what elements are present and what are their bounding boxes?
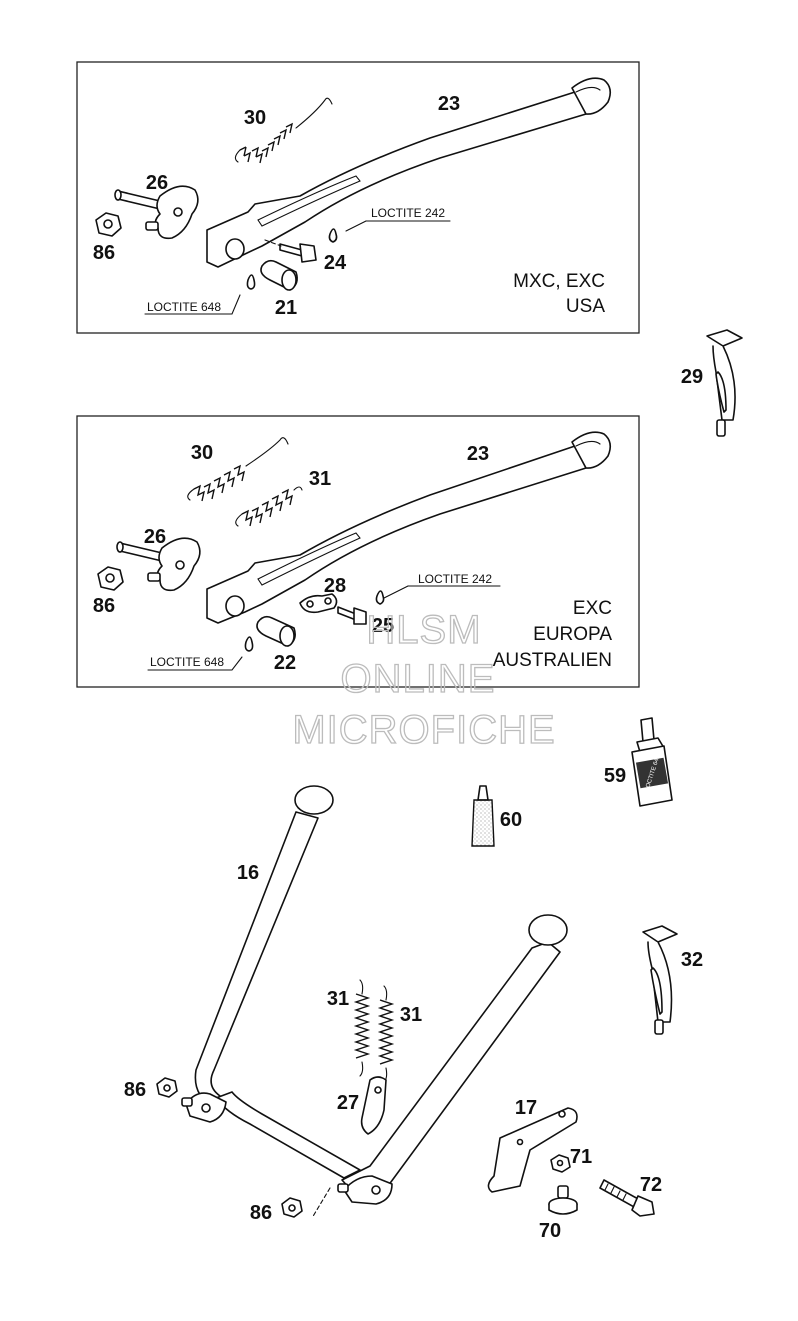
nut-86 (95, 212, 122, 237)
springs-31 (353, 979, 395, 1083)
callout-27: 27 (337, 1092, 359, 1114)
nut-71 (550, 1154, 571, 1173)
loctite-242-label: LOCTITE 242 (371, 206, 445, 220)
callout-70: 70 (539, 1220, 561, 1242)
callout-59: 59 (604, 765, 626, 787)
callout-29: 29 (681, 366, 703, 388)
nut-86-stand-bottom (281, 1197, 303, 1218)
bolt-24 (264, 228, 338, 263)
callout-32: 32 (681, 949, 703, 971)
panel-mxc-exc-usa: 30 23 26 86 24 21 LOCTITE 242 LOCTITE 64… (76, 61, 640, 334)
callout-31b: 31 (400, 1004, 422, 1026)
spring-30 (187, 437, 289, 502)
spring-30 (234, 97, 333, 164)
spring-31 (235, 486, 303, 527)
side-stand-23 (206, 77, 612, 268)
pivot-bolt-26 (116, 537, 201, 592)
bolt-72 (599, 1179, 655, 1217)
tool-29 (706, 329, 743, 437)
plug-22 (244, 615, 296, 652)
callout-25: 25 (372, 615, 394, 637)
callout-31a: 31 (327, 988, 349, 1010)
threadlocker-tube-59: LOCTITE 648 (631, 717, 673, 807)
watermark-line-2: ONLINE (341, 657, 496, 701)
bracket-27 (360, 1076, 387, 1135)
plug-70 (548, 1185, 578, 1215)
pivot-bolt-26 (114, 185, 199, 240)
watermark: HLSM ONLINE MICROFICHE (292, 607, 556, 752)
callout-21: 21 (275, 297, 297, 319)
loctite-648-label: LOCTITE 648 (150, 655, 224, 669)
callout-86: 86 (93, 595, 115, 617)
callout-24: 24 (324, 252, 347, 274)
variant-line-1: EXC (573, 598, 612, 619)
callout-60: 60 (500, 809, 522, 831)
main-stand-16 (181, 785, 568, 1219)
side-stand-23 (206, 431, 612, 624)
callout-17: 17 (515, 1097, 537, 1119)
callout-31: 31 (309, 468, 331, 490)
loctite-648-label: LOCTITE 648 (147, 300, 221, 314)
bolt-25 (337, 590, 385, 625)
callout-72: 72 (640, 1174, 662, 1196)
variant-line-1: MXC, EXC (513, 271, 605, 292)
callout-86: 86 (93, 242, 115, 264)
callout-86a: 86 (124, 1079, 146, 1101)
bracket-17 (487, 1107, 578, 1193)
panel-exc-europa-australien: 30 31 23 26 86 28 25 22 LOCTITE 242 LOCT… (76, 415, 640, 688)
callout-22: 22 (274, 652, 296, 674)
callout-26: 26 (146, 172, 168, 194)
nut-86 (97, 566, 124, 591)
callout-30: 30 (244, 107, 266, 129)
variant-line-2: EUROPA (533, 624, 612, 645)
loctite-242-label: LOCTITE 242 (418, 572, 492, 586)
panel-frame (76, 415, 640, 688)
variant-line-3: AUSTRALIEN (493, 650, 612, 671)
callout-23: 23 (438, 93, 460, 115)
callout-26: 26 (144, 526, 166, 548)
watermark-line-3: MICROFICHE (292, 708, 555, 752)
callout-30: 30 (191, 442, 213, 464)
callout-86b: 86 (250, 1202, 272, 1224)
callout-16: 16 (237, 862, 259, 884)
callout-28: 28 (324, 575, 346, 597)
tool-32 (642, 925, 678, 1035)
watermark-line-1: HLSM (366, 608, 481, 652)
plug-21 (246, 259, 298, 291)
bottle-60 (471, 785, 495, 847)
plate-28 (299, 593, 338, 614)
panel-frame (76, 61, 640, 334)
callout-71: 71 (570, 1146, 592, 1168)
nut-86-stand-left (156, 1077, 178, 1098)
callout-23: 23 (467, 443, 489, 465)
variant-line-2: USA (566, 296, 605, 317)
